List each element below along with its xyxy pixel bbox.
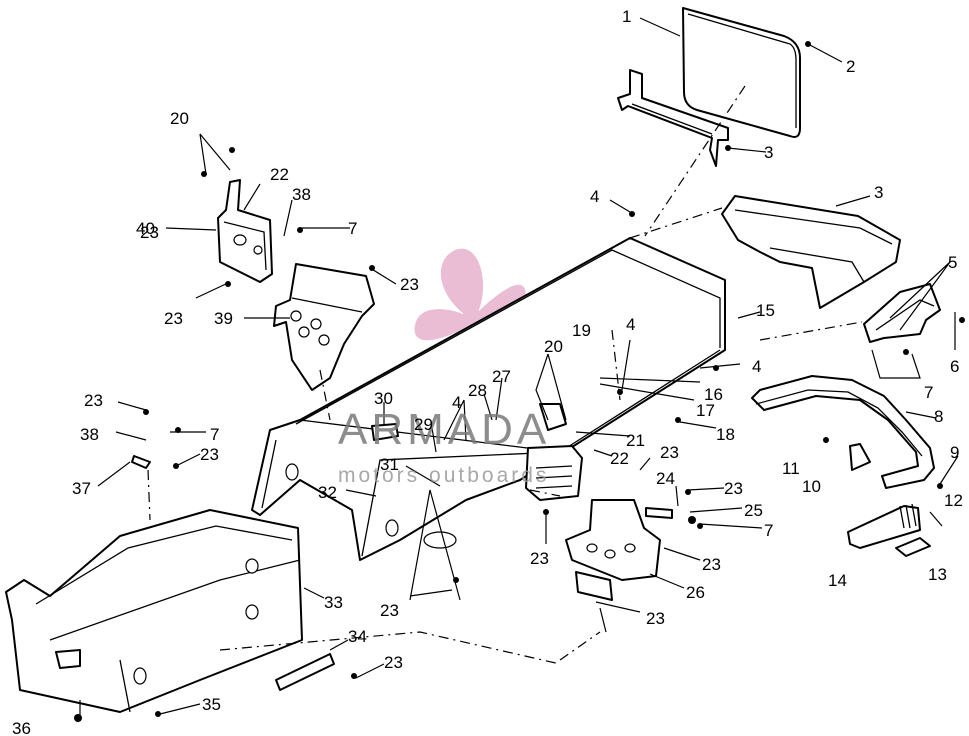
callout-19: 19	[572, 321, 591, 340]
callout-39: 39	[214, 309, 233, 328]
callout-2: 2	[846, 57, 855, 76]
callout-29: 29	[414, 415, 433, 434]
callout-14: 14	[828, 571, 847, 590]
part-40-bracket-plate	[217, 179, 273, 283]
callout-40: 40	[136, 219, 155, 238]
part-24-pin	[645, 507, 673, 519]
callout-25: 25	[744, 501, 763, 520]
callout-18: 18	[716, 425, 735, 444]
callout-13: 13	[928, 565, 947, 584]
part-10-clip	[849, 443, 871, 471]
callout-26: 26	[686, 583, 705, 602]
callout-23: 23	[530, 549, 549, 568]
watermark-brand: ARMADA	[338, 405, 550, 454]
part-3-hinge-bracket	[617, 69, 729, 167]
part-3-side-panel	[721, 195, 901, 309]
callout-15: 15	[756, 301, 775, 320]
callout-23: 23	[140, 223, 159, 242]
part-37-bolt-plate	[131, 455, 151, 469]
part-1-panel	[682, 7, 801, 138]
part-26-bracket	[565, 499, 661, 601]
callout-7: 7	[210, 425, 219, 444]
callout-23: 23	[660, 443, 679, 462]
callout-12: 12	[944, 491, 963, 510]
assembly-lines	[147, 85, 863, 665]
callout-23: 23	[400, 275, 419, 294]
callout-23: 23	[84, 391, 103, 410]
watermark-tagline: motors outboards	[338, 464, 549, 487]
callout-34: 34	[348, 627, 367, 646]
callout-23: 23	[164, 309, 183, 328]
callout-21: 21	[626, 431, 645, 450]
callout-28: 28	[468, 381, 487, 400]
callout-7: 7	[764, 521, 773, 540]
callout-23: 23	[380, 601, 399, 620]
part-15-main-frame	[251, 237, 726, 561]
callout-10: 10	[802, 477, 821, 496]
callout-4: 4	[452, 393, 461, 412]
fastener-dots	[74, 41, 965, 722]
callout-22: 22	[610, 449, 629, 468]
callout-20: 20	[544, 337, 563, 356]
callout-9: 9	[950, 443, 959, 462]
part-33-lower-deck	[5, 509, 303, 713]
callout-36: 36	[12, 719, 31, 736]
callout-16: 16	[704, 385, 723, 404]
callout-35: 35	[202, 695, 221, 714]
leader-lines	[79, 17, 959, 720]
part-14-grip-tube	[847, 503, 921, 549]
callout-24: 24	[656, 469, 675, 488]
callout-4: 4	[752, 357, 761, 376]
part-13-label	[895, 537, 931, 557]
callout-37: 37	[72, 479, 91, 498]
part-8-handle-bar	[751, 375, 935, 489]
part-39-mount-bracket	[273, 263, 375, 391]
callout-7: 7	[348, 219, 357, 238]
callout-31: 31	[380, 455, 399, 474]
callout-1: 1	[622, 7, 631, 26]
callout-8: 8	[934, 407, 943, 426]
callout-7: 7	[924, 383, 933, 402]
callout-4: 4	[590, 187, 599, 206]
part-21-center-bracket	[525, 403, 583, 501]
callout-5: 5	[948, 253, 957, 272]
callout-labels: 1 2 3 3 4 4 4 4 5 6 7 7 7 7 8 9 10 11 12…	[12, 7, 963, 736]
callout-23: 23	[724, 479, 743, 498]
callout-17: 17	[696, 401, 715, 420]
callout-6: 6	[950, 357, 959, 376]
callout-22: 22	[270, 165, 289, 184]
callout-23: 23	[200, 445, 219, 464]
callout-3: 3	[874, 183, 883, 202]
callout-4: 4	[626, 315, 635, 334]
callout-11: 11	[782, 459, 800, 478]
callout-32: 32	[318, 483, 337, 502]
callout-23: 23	[702, 555, 721, 574]
callout-3: 3	[764, 143, 773, 162]
callout-38: 38	[80, 425, 99, 444]
callout-33: 33	[324, 593, 343, 612]
part-30-plate	[371, 423, 399, 441]
callout-23: 23	[384, 653, 403, 672]
part-5-bracket	[863, 283, 941, 343]
callout-20: 20	[170, 109, 189, 128]
callout-27: 27	[492, 367, 511, 386]
callout-23: 23	[646, 609, 665, 628]
callout-30: 30	[374, 389, 393, 408]
part-34-strip	[275, 653, 335, 691]
callout-38: 38	[292, 185, 311, 204]
